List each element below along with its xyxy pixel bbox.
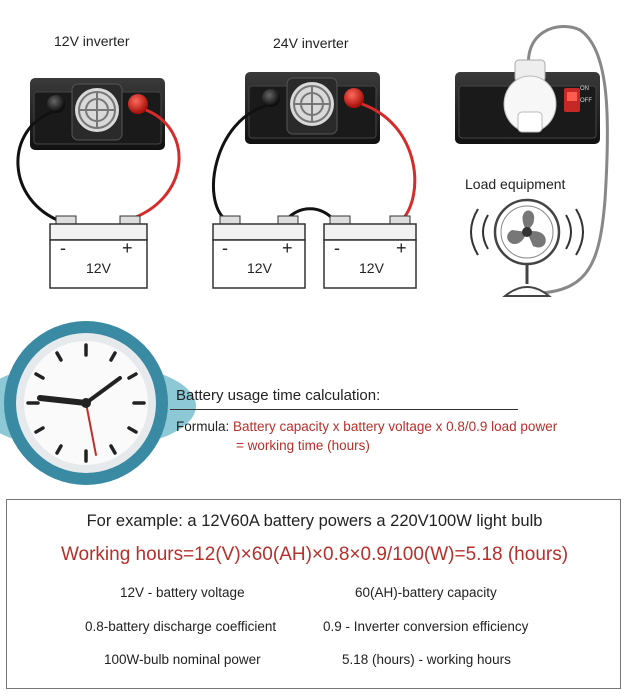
switch-on-label: ON bbox=[580, 86, 589, 92]
example-formula: Working hours=12(V)×60(AH)×0.8×0.9/100(W… bbox=[60, 544, 569, 565]
inverter-24v bbox=[245, 72, 380, 144]
battery-24v-right-voltage: 12V bbox=[359, 260, 384, 276]
example-item-battery-capacity: 60(AH)-battery capacity bbox=[355, 585, 497, 600]
inverter-24v-label: 24V inverter bbox=[273, 35, 349, 51]
power-cord bbox=[526, 25, 609, 295]
battery-24v-right-minus: - bbox=[334, 238, 340, 258]
battery-12v-single bbox=[49, 215, 148, 289]
battery-24v-left-plus: + bbox=[282, 238, 293, 258]
example-title: For example: a 12V60A battery powers a 2… bbox=[86, 512, 543, 530]
formula-line2: = working time (hours) bbox=[236, 438, 370, 453]
wire-black-24v bbox=[212, 104, 267, 222]
example-item-bulb-power: 100W-bulb nominal power bbox=[104, 652, 261, 667]
load-equipment-label: Load equipment bbox=[465, 176, 566, 192]
example-item-discharge-coefficient: 0.8-battery discharge coefficient bbox=[85, 619, 277, 634]
inverter-24v-plus: + bbox=[364, 60, 372, 74]
inverter-12v-minus: - bbox=[34, 68, 38, 82]
battery-24v-right bbox=[323, 215, 417, 289]
battery-24v-left bbox=[212, 215, 306, 289]
example-item-conversion-efficiency: 0.9 - Inverter conversion efficiency bbox=[323, 619, 529, 634]
inverter-24v-minus: - bbox=[249, 62, 253, 76]
battery-12v-voltage: 12V bbox=[86, 260, 111, 276]
calc-title: Battery usage time calculation: bbox=[176, 387, 381, 404]
formula-prefix: Formula: bbox=[176, 419, 234, 434]
battery-24v-left-minus: - bbox=[222, 238, 228, 258]
inverter-12v bbox=[30, 78, 165, 150]
fan-icon bbox=[470, 198, 584, 297]
inverter-12v-plus: + bbox=[148, 66, 156, 80]
battery-12v-plus: + bbox=[122, 238, 133, 258]
battery-24v-left-voltage: 12V bbox=[247, 260, 272, 276]
battery-24v-right-plus: + bbox=[396, 238, 407, 258]
example-item-working-hours: 5.18 (hours) - working hours bbox=[342, 652, 511, 667]
calc-divider bbox=[170, 409, 518, 410]
wire-red-24v bbox=[361, 102, 417, 222]
inverter-12v-label: 12V inverter bbox=[54, 33, 130, 49]
plug bbox=[503, 59, 557, 133]
formula-line1: Battery capacity x battery voltage x 0.8… bbox=[233, 419, 558, 434]
clock-icon bbox=[0, 321, 196, 485]
wire-red-12v bbox=[127, 108, 181, 222]
formula-block: Formula: Battery capacity x battery volt… bbox=[176, 417, 558, 453]
battery-12v-minus: - bbox=[60, 238, 66, 258]
switch-off-label: OFF bbox=[580, 98, 592, 104]
wire-black-12v bbox=[16, 110, 63, 224]
example-item-battery-voltage: 12V - battery voltage bbox=[120, 585, 245, 600]
example-box bbox=[6, 499, 621, 689]
